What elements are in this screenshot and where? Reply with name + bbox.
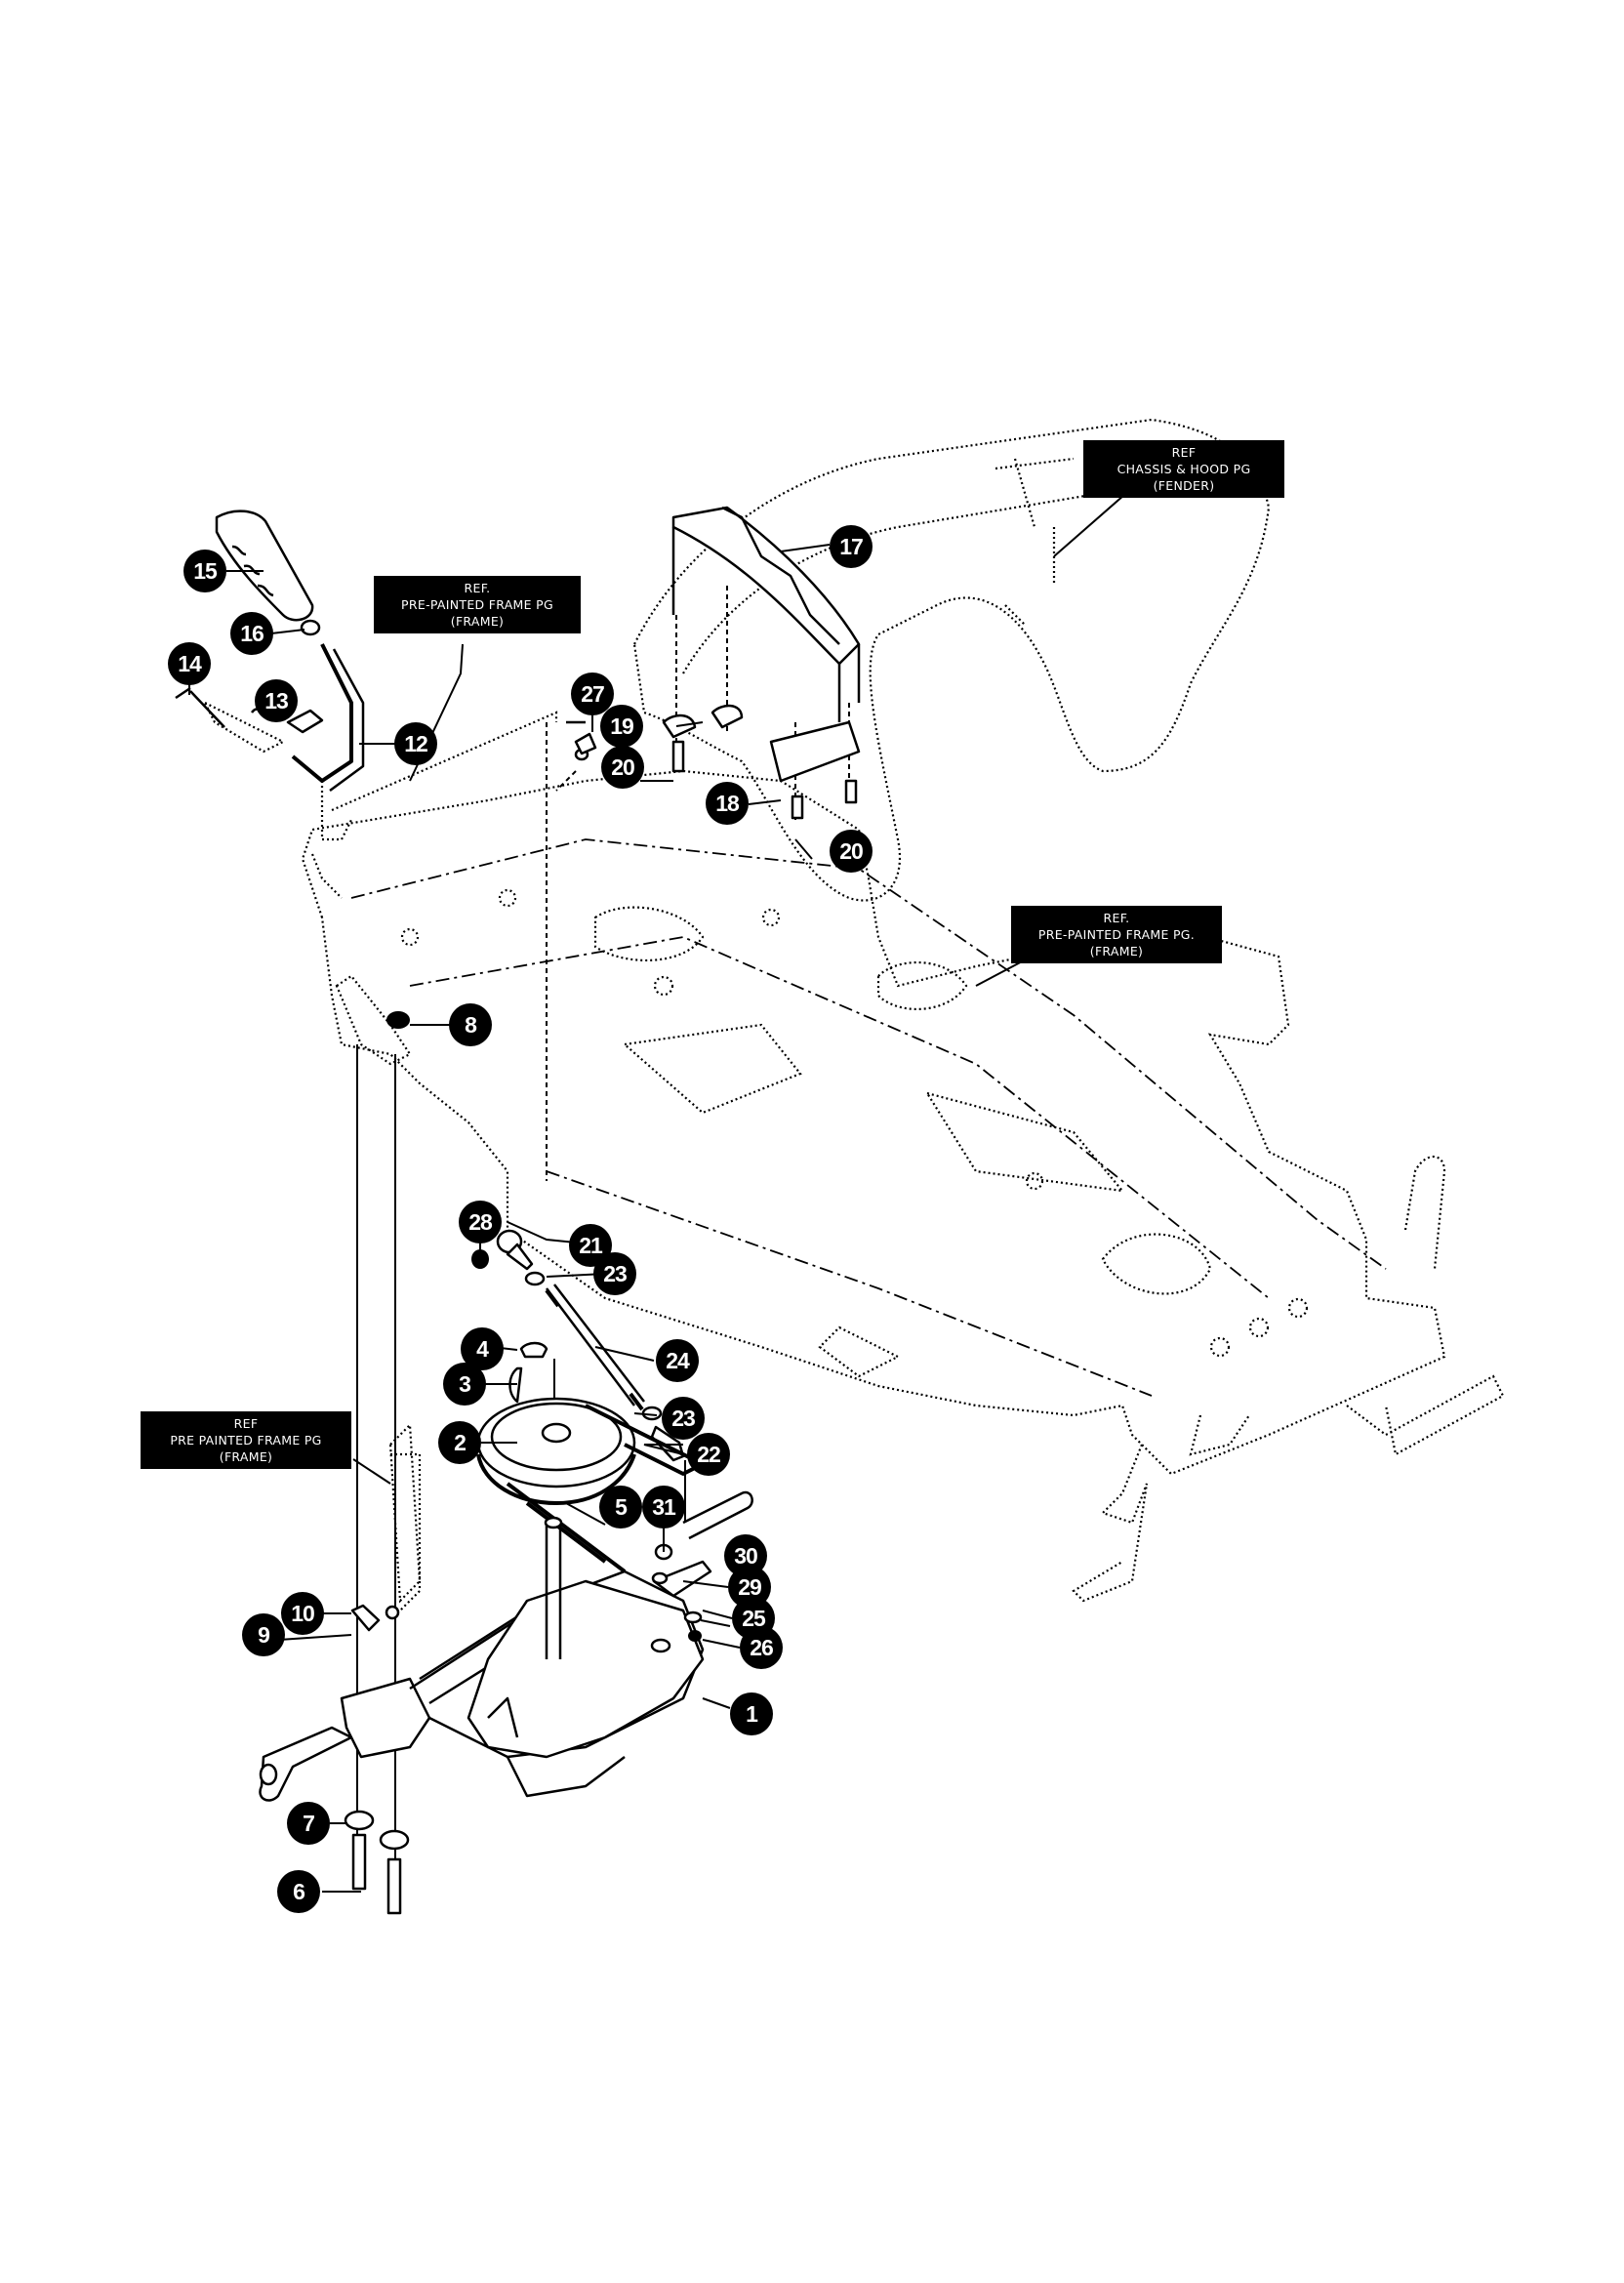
callout-2: 2 — [438, 1421, 481, 1464]
callout-1: 1 — [730, 1692, 773, 1735]
transaxle-assembly — [259, 1490, 753, 1802]
callout-7: 7 — [287, 1802, 330, 1845]
callout-20-upper: 20 — [601, 746, 644, 789]
callout-4: 4 — [461, 1327, 504, 1370]
callout-12: 12 — [394, 722, 437, 765]
callout-22: 22 — [687, 1433, 730, 1476]
mounting-hardware — [344, 1604, 410, 1915]
ref-label-line: (FRAME) — [1089, 944, 1144, 958]
callout-9: 9 — [242, 1613, 285, 1656]
ref-label-line: (FRAME) — [450, 614, 505, 629]
plug-part — [386, 1011, 410, 1029]
ref-label-line: REF — [233, 1416, 259, 1431]
callout-14: 14 — [168, 642, 211, 685]
callout-20-lower: 20 — [830, 830, 873, 873]
callout-5: 5 — [599, 1486, 642, 1529]
callout-31: 31 — [642, 1486, 685, 1529]
callout-29: 29 — [728, 1566, 771, 1609]
callout-8: 8 — [449, 1003, 492, 1046]
callout-28: 28 — [459, 1201, 502, 1243]
ref-label-line: REF — [1171, 445, 1197, 460]
callout-16: 16 — [230, 612, 273, 655]
ref-label-line: PRE-PAINTED FRAME PG — [401, 597, 553, 612]
shift-plate — [662, 506, 861, 820]
ref-label-line: REF. — [464, 581, 491, 595]
ref-label-line: (FENDER) — [1153, 478, 1215, 493]
callout-15: 15 — [183, 550, 226, 592]
callout-26: 26 — [740, 1626, 783, 1669]
ref-label-chassis-hood: REF CHASSIS & HOOD PG (FENDER) — [1083, 440, 1284, 498]
frame-guide-lines — [331, 711, 589, 1181]
callout-23-upper: 23 — [593, 1252, 636, 1295]
callout-23-lower: 23 — [662, 1397, 705, 1440]
main-frame-outline — [301, 769, 1505, 1604]
ref-label-line: REF. — [1103, 911, 1130, 925]
callout-10: 10 — [281, 1592, 324, 1635]
ref-label-line: (FRAME) — [219, 1449, 273, 1464]
callout-19: 19 — [600, 705, 643, 748]
ref-label-frame-top: REF. PRE-PAINTED FRAME PG (FRAME) — [374, 576, 581, 633]
ref-label-line: PRE-PAINTED FRAME PG. — [1037, 927, 1196, 942]
pulley-assembly — [476, 1341, 705, 1573]
callout-13: 13 — [255, 679, 298, 722]
callout-30: 30 — [724, 1534, 767, 1577]
ref-label-line: CHASSIS & HOOD PG — [1116, 462, 1251, 476]
callout-17: 17 — [830, 525, 873, 568]
ref-label-line: PRE PAINTED FRAME PG — [170, 1433, 322, 1447]
callout-24: 24 — [656, 1339, 699, 1382]
ref-label-frame-right: REF. PRE-PAINTED FRAME PG. (FRAME) — [1011, 906, 1222, 963]
callout-6: 6 — [277, 1870, 320, 1913]
fender-hardware — [574, 732, 858, 820]
callout-18: 18 — [706, 782, 749, 825]
callout-27: 27 — [571, 673, 614, 715]
shift-lever-assembly — [175, 510, 365, 841]
ref-label-frame-left: REF PRE PAINTED FRAME PG (FRAME) — [141, 1411, 351, 1469]
